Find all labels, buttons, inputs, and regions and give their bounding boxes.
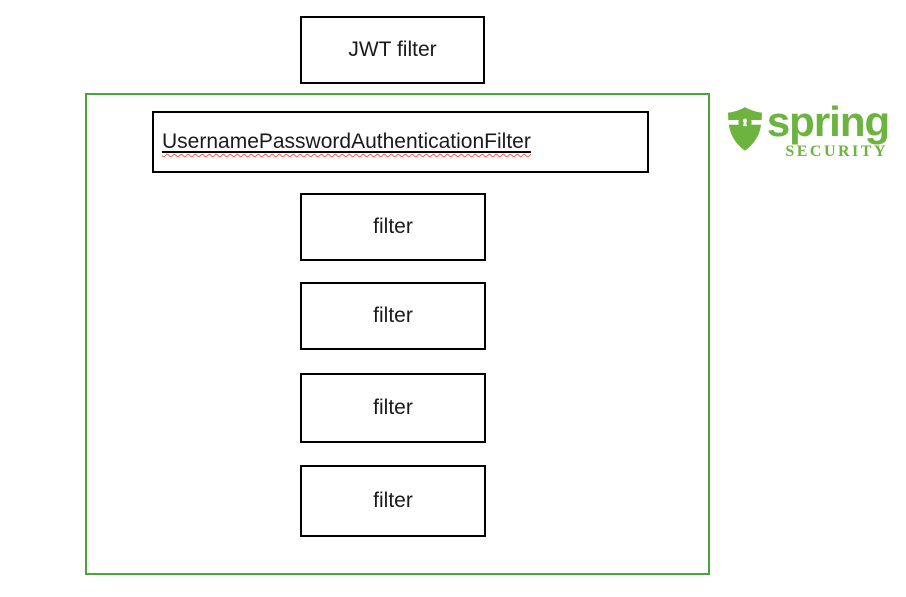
shield-lock-icon: [728, 107, 762, 151]
spring-security-logo: spring SECURITY: [726, 99, 892, 169]
filter-box: filter: [300, 465, 486, 537]
jwt-filter-label: JWT filter: [348, 38, 437, 61]
username-password-authentication-filter-box: UsernamePasswordAuthenticationFilter: [152, 111, 649, 173]
filter-label: filter: [373, 215, 413, 238]
filter-box: filter: [300, 373, 486, 443]
filter-box: filter: [300, 282, 486, 350]
filter-label: filter: [373, 489, 413, 512]
spellcheck-squiggle: UsernamePasswordAuthenticationFilter: [162, 130, 531, 154]
jwt-filter-box: JWT filter: [300, 16, 485, 84]
filter-label: filter: [373, 304, 413, 327]
security-wordmark: SECURITY: [785, 143, 888, 160]
spring-wordmark: spring: [766, 98, 890, 145]
filter-label: filter: [373, 396, 413, 419]
username-password-authentication-filter-label: UsernamePasswordAuthenticationFilter: [162, 130, 531, 153]
filter-box: filter: [300, 193, 486, 261]
